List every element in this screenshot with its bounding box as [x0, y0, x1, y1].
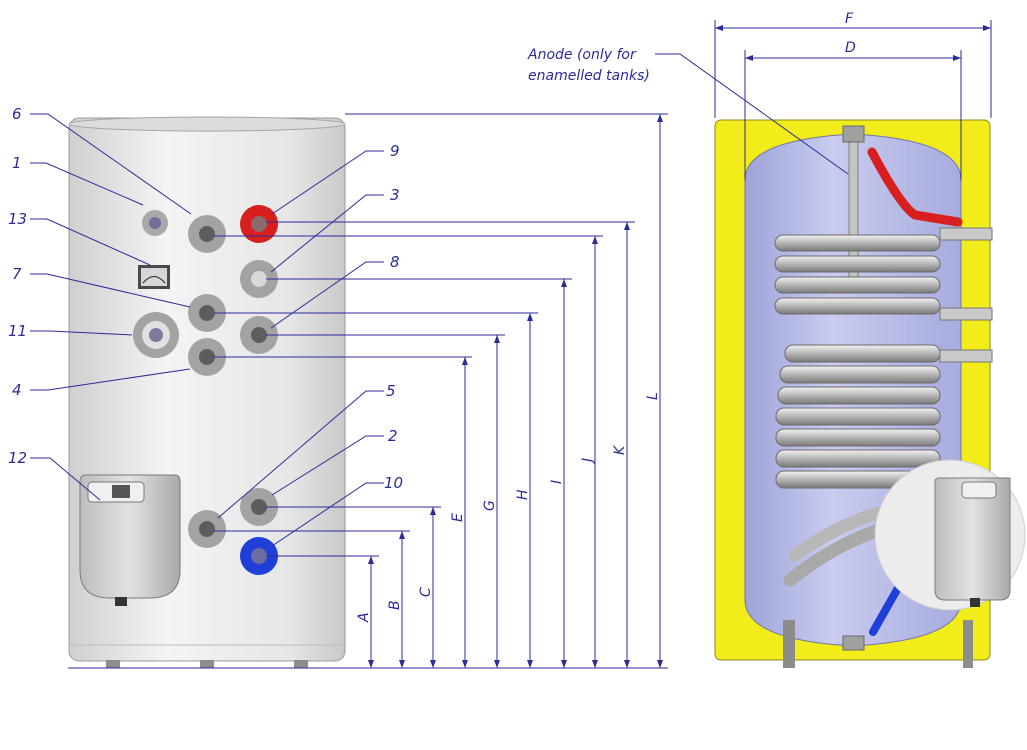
callout-10: 10 — [384, 474, 403, 492]
dim-label-F: F — [845, 11, 854, 27]
foot — [200, 660, 214, 668]
callout-5: 5 — [386, 382, 396, 400]
fitting-9-hot — [240, 205, 278, 243]
anode-note-line1: Anode (only for — [527, 47, 637, 63]
dimension-lines — [68, 113, 668, 669]
dim-label-L: L — [645, 392, 661, 400]
dim-label-H: H — [515, 489, 531, 500]
foot — [294, 660, 308, 668]
dim-label-B: B — [387, 600, 403, 610]
dim-label-K: K — [612, 444, 628, 455]
anode-note-line2: enamelled tanks) — [528, 68, 650, 84]
dim-label-J: J — [580, 458, 596, 465]
fitting-11 — [133, 312, 179, 358]
fitting-7 — [188, 294, 226, 332]
callout-8: 8 — [390, 253, 400, 271]
callout-1: 1 — [12, 154, 22, 172]
dim-label-I: I — [549, 480, 565, 484]
fitting-1 — [142, 210, 168, 236]
fitting-10-cold — [240, 537, 278, 575]
dim-label-D: D — [845, 40, 856, 56]
callout-9: 9 — [390, 142, 400, 160]
heater-box-12 — [79, 474, 181, 606]
fitting-2 — [240, 488, 278, 526]
foot — [106, 660, 120, 668]
dim-label-G: G — [482, 500, 498, 511]
callout-12: 12 — [8, 449, 27, 467]
dim-label-C: C — [418, 587, 434, 597]
cold-inlet-pipe — [869, 584, 902, 636]
thermometer-13 — [138, 265, 170, 289]
heater-inset — [874, 459, 1026, 611]
callout-13: 13 — [8, 210, 27, 228]
hot-outlet-pipe — [867, 147, 963, 227]
upper-coil — [774, 234, 941, 315]
fitting-8 — [240, 316, 278, 354]
callout-4: 4 — [12, 381, 22, 399]
callout-6: 6 — [12, 105, 22, 123]
fitting-3 — [240, 260, 278, 298]
dimension-lines-right — [655, 20, 992, 180]
fitting-5 — [188, 510, 226, 548]
dim-label-A: A — [356, 612, 372, 623]
tank-cutaway — [714, 119, 1026, 668]
leader-lines-left — [30, 113, 384, 547]
fitting-6 — [188, 215, 226, 253]
callout-3: 3 — [390, 186, 400, 204]
fitting-4 — [188, 338, 226, 376]
callout-2: 2 — [388, 427, 398, 445]
dim-label-E: E — [450, 513, 466, 522]
callout-11: 11 — [8, 322, 27, 340]
callout-7: 7 — [12, 265, 22, 283]
